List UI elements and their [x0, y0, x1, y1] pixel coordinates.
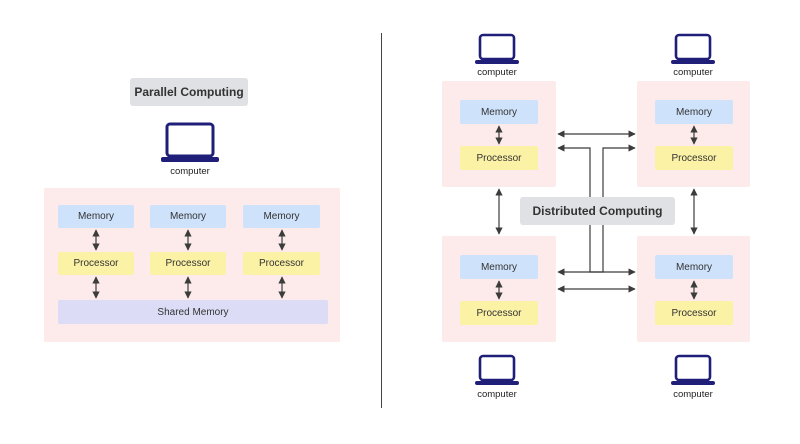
computer-label: computer	[477, 389, 517, 400]
processor-box-3: Processor	[243, 252, 320, 275]
memory-box-2: Memory	[150, 205, 226, 228]
memory-box-node-1: Memory	[460, 100, 538, 124]
laptop-icon	[475, 33, 519, 65]
computer-label: computer	[170, 166, 210, 177]
distributed-computing-title: Distributed Computing	[520, 197, 675, 225]
processor-box-node-4: Processor	[655, 301, 733, 325]
computer-label: computer	[673, 389, 713, 400]
laptop-icon	[671, 33, 715, 65]
processor-box-node-1: Processor	[460, 146, 538, 170]
processor-box-2: Processor	[150, 252, 226, 275]
shared-memory-box: Shared Memory	[58, 300, 328, 324]
processor-box-node-2: Processor	[655, 146, 733, 170]
memory-box-node-3: Memory	[460, 255, 538, 279]
computer-label: computer	[673, 67, 713, 78]
memory-box-3: Memory	[243, 205, 320, 228]
parallel-computing-title: Parallel Computing	[130, 78, 248, 106]
processor-box-1: Processor	[58, 252, 134, 275]
memory-box-node-2: Memory	[655, 100, 733, 124]
computer-label: computer	[477, 67, 517, 78]
memory-box-node-4: Memory	[655, 255, 733, 279]
processor-box-node-3: Processor	[460, 301, 538, 325]
memory-box-1: Memory	[58, 205, 134, 228]
laptop-icon	[161, 122, 219, 164]
section-divider	[381, 33, 382, 408]
laptop-icon	[475, 354, 519, 386]
laptop-icon	[671, 354, 715, 386]
